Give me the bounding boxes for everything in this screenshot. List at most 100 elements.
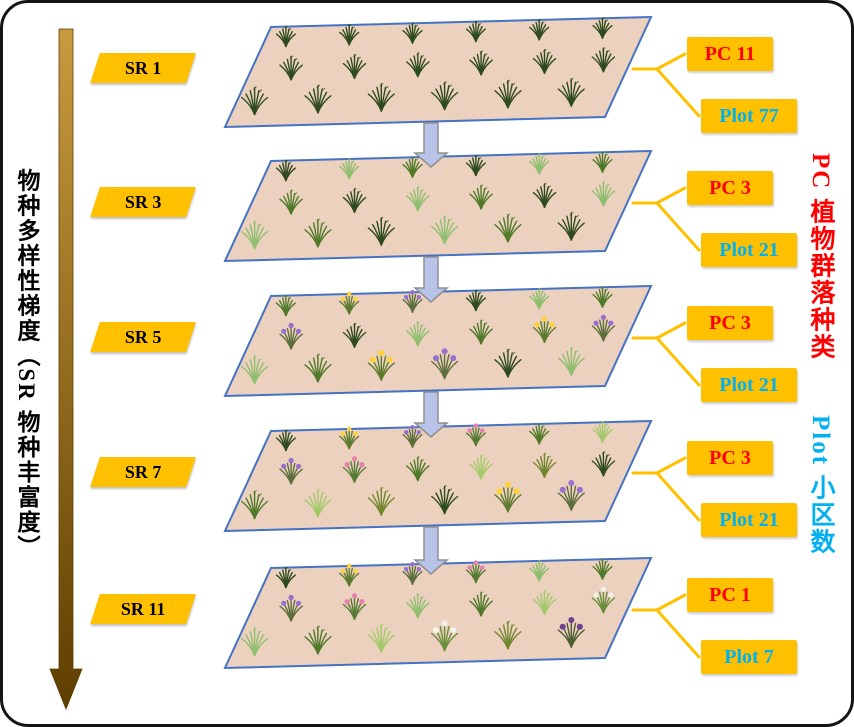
plot-box: Plot 7 [701,640,797,674]
down-arrow-icon [413,256,449,303]
plant-icon [405,456,430,482]
plant-icon [469,591,493,617]
connector-brace [631,186,701,252]
plant-icon [592,286,613,308]
plant-icon [402,562,423,585]
plant-icon [367,623,395,653]
sr-badge: SR 1 [90,53,196,83]
plant-icon [465,154,486,177]
plant-icon [529,287,550,310]
plant-icon [465,423,486,447]
plant-icon [494,213,522,243]
plot-plane [223,419,653,533]
plant-icon [279,594,303,622]
connector-brace [631,593,701,659]
down-arrow-icon [413,526,449,575]
plant-icon [494,79,522,109]
plant-icon [275,294,296,317]
plant-icon [342,456,367,483]
plot-plane [223,556,653,670]
sr-label: SR 7 [124,461,162,482]
plant-icon [431,81,459,111]
plant-icon [592,558,613,580]
plant-icon [529,152,550,175]
plant-icon [469,454,493,480]
plant-icon [405,321,430,347]
plant-icon [342,187,367,213]
plant-icon [465,560,486,584]
plot-label: Plot 7 [724,645,774,668]
plant-icon [241,355,269,385]
plot-box: Plot 77 [701,99,797,133]
plant-icon [339,291,360,315]
plant-icon [304,488,332,518]
plant-icon [592,421,613,443]
plant-icon [469,50,493,76]
plant-icon [279,55,303,81]
plot-plane [223,15,653,129]
plant-icon [304,218,332,248]
plant-icon [557,617,585,648]
plant-icon [465,289,486,312]
plant-icon [431,485,459,515]
plant-icon [279,189,303,215]
plant-icon [279,322,303,350]
plant-icon [275,159,296,182]
plant-icon [405,186,430,212]
plant-icon [592,151,613,173]
plot-label: Plot 21 [719,238,779,261]
plant-icon [405,593,430,619]
plant-icon [494,348,522,378]
down-arrow-icon [413,391,449,438]
pc-box: PC 3 [687,171,773,205]
plant-icon [431,215,459,245]
plant-icon [241,86,269,116]
plant-icon [431,348,459,380]
pc-box: PC 11 [687,37,773,71]
pc-label: PC 3 [709,176,751,199]
plant-icon [532,452,557,478]
plant-icon [402,290,423,313]
plot-box: Plot 21 [701,233,797,267]
plant-icon [557,77,585,107]
legend-pc-label: PC 植物群落种类 [807,153,834,361]
sr-label: SR 3 [124,191,162,212]
pc-box: PC 3 [687,441,773,475]
left-axis-label: 物种多样性梯度（SR 物种丰富度） [14,167,39,560]
sr-badge: SR 11 [90,594,196,624]
plant-icon [469,319,493,345]
plant-icon [469,184,493,210]
plant-icon [402,22,423,44]
plant-icon [275,429,296,452]
plant-icon [591,586,616,614]
plot-plane [223,284,653,398]
plant-icon [494,620,522,650]
plant-icon [402,425,423,448]
plot-box: Plot 21 [701,503,797,537]
plant-icon [465,20,486,43]
plot-label: Plot 21 [719,508,779,531]
sr-badge: SR 3 [90,187,196,217]
sr-badge: SR 5 [90,322,196,352]
plot-plane [223,149,653,263]
pc-label: PC 3 [709,311,751,334]
plant-icon [557,211,585,241]
plant-icon [557,480,585,511]
plant-icon [591,451,616,477]
plant-icon [304,353,332,383]
plant-icon [367,82,395,112]
plant-icon [532,182,557,208]
plant-icon [342,322,367,348]
plant-icon [431,620,459,652]
sr-label: SR 1 [124,57,162,78]
plant-icon [241,627,269,657]
plant-icon [367,486,395,516]
legend-plot-label: Plot 小区数 [807,415,834,556]
sr-label: SR 5 [124,326,162,347]
plant-icon [304,625,332,655]
plant-icon [339,563,360,587]
plant-icon [241,220,269,250]
plant-icon [529,18,550,41]
plant-icon [592,17,613,39]
